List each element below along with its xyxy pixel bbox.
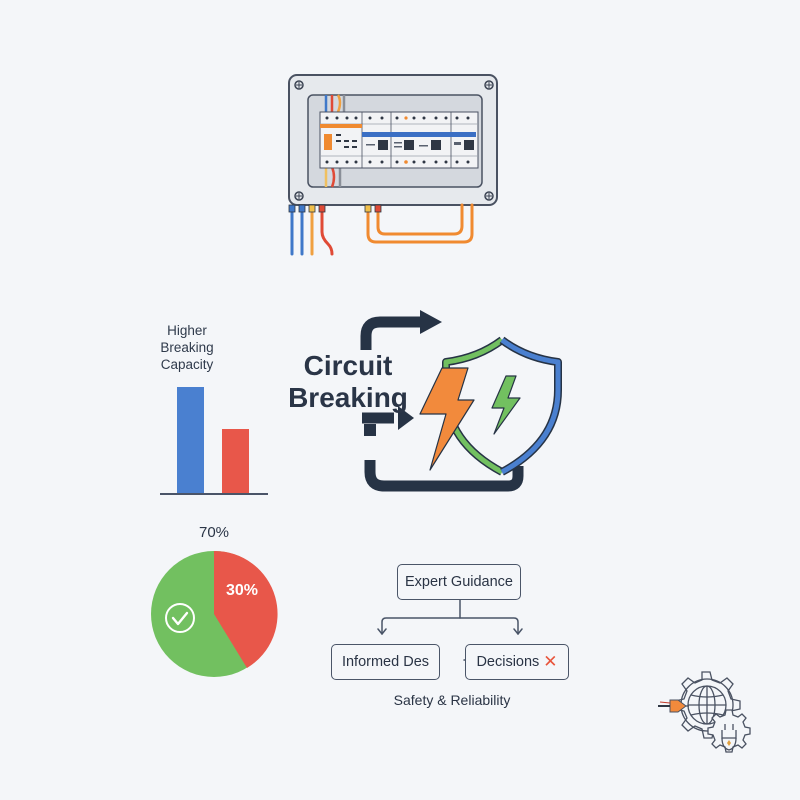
pie-chart: [150, 550, 278, 678]
circuit-breaker-panel-icon: [286, 72, 506, 262]
bar-chart-title: Higher Breaking Capacity: [140, 322, 234, 373]
bar-chart: [158, 380, 270, 496]
circuit-breaking-title: Circuit Breaking: [286, 350, 410, 414]
checkmark-circle-icon: [165, 603, 195, 633]
title-line-2: Breaking: [288, 382, 408, 413]
bar-title-line-3: Capacity: [160, 357, 214, 372]
decisions-box: Decisions ✕: [465, 644, 569, 680]
bar-red: [222, 429, 249, 493]
informed-decisions-label: Informed Des: [341, 654, 430, 670]
pie-slice-label: 30%: [226, 582, 259, 599]
bar-title-line-2: Breaking: [160, 340, 214, 355]
expert-guidance-label: Expert Guidance: [404, 574, 513, 590]
gear-globe-plug-icon: [652, 662, 764, 762]
safety-reliability-caption: Safety & Reliability: [393, 692, 511, 708]
cycle-arrows-icon: [340, 306, 530, 500]
x-mark-icon: ✕: [543, 652, 558, 671]
bar-blue: [177, 387, 204, 493]
shield-icon: [416, 330, 568, 480]
pie-top-label: 70%: [198, 524, 230, 541]
decisions-label: Decisions: [476, 654, 540, 670]
expert-guidance-box: Expert Guidance: [397, 564, 521, 600]
bar-axis: [160, 493, 268, 495]
title-line-1: Circuit: [303, 350, 393, 381]
informed-decisions-box: Informed Des: [331, 644, 440, 680]
bar-title-line-1: Higher: [167, 323, 207, 338]
